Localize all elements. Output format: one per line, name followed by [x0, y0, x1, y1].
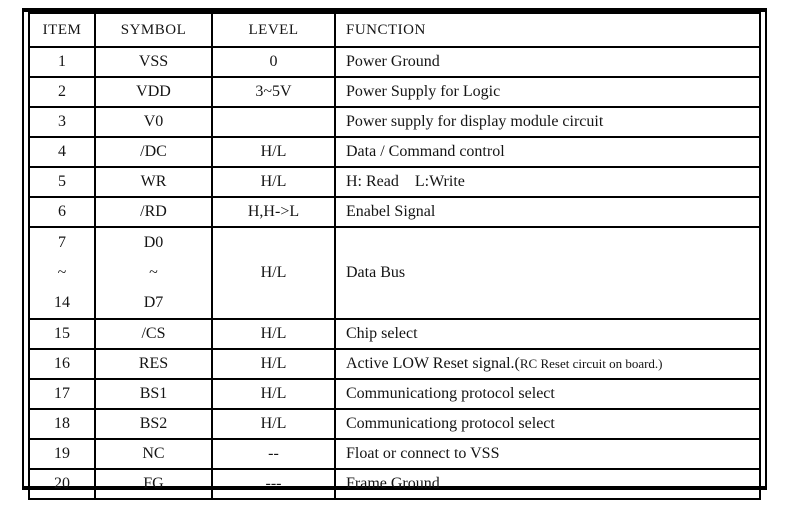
symbol-cell: VDD: [94, 76, 213, 108]
function-cell: Enabel Signal: [334, 196, 761, 228]
item-cell: 3: [28, 106, 96, 138]
level-cell: H/L: [211, 166, 336, 198]
pin-table-frame: ITEM SYMBOL LEVEL FUNCTION 1 VSS 0 Power…: [22, 8, 767, 500]
symbol-cell: FG: [94, 468, 213, 500]
item-cell: 18: [28, 408, 96, 440]
table-row: 5 WR H/L H: Read L:Write: [28, 166, 761, 198]
level-cell: --: [211, 438, 336, 470]
table-row: 18 BS2 H/L Communicationg protocol selec…: [28, 408, 761, 440]
function-cell: Power Supply for Logic: [334, 76, 761, 108]
item-cell: 5: [28, 166, 96, 198]
function-cell: H: Read L:Write: [334, 166, 761, 198]
level-cell: 3~5V: [211, 76, 336, 108]
symbol-cell: /DC: [94, 136, 213, 168]
function-cell: Data Bus: [334, 226, 761, 320]
level-cell: H,H->L: [211, 196, 336, 228]
symbol-cell: RES: [94, 348, 213, 380]
symbol-cell: NC: [94, 438, 213, 470]
level-cell: H/L: [211, 226, 336, 320]
function-cell: Communicationg protocol select: [334, 408, 761, 440]
item-cell: 16: [28, 348, 96, 380]
function-cell: Communicationg protocol select: [334, 378, 761, 410]
symbol-cell: VSS: [94, 46, 213, 78]
symbol-cell: WR: [94, 166, 213, 198]
table-row: 1 VSS 0 Power Ground: [28, 46, 761, 78]
table-row: 15 /CS H/L Chip select: [28, 318, 761, 350]
level-cell: [211, 106, 336, 138]
table-row: 3 V0 Power supply for display module cir…: [28, 106, 761, 138]
function-cell: Chip select: [334, 318, 761, 350]
table-row: 2 VDD 3~5V Power Supply for Logic: [28, 76, 761, 108]
item-cell: 19: [28, 438, 96, 470]
level-cell: 0: [211, 46, 336, 78]
table-row: 19 NC -- Float or connect to VSS: [28, 438, 761, 470]
symbol-cell: BS1: [94, 378, 213, 410]
table-row: 20 FG --- Frame Ground: [28, 468, 761, 500]
item-cell: 2: [28, 76, 96, 108]
function-cell: Power supply for display module circuit: [334, 106, 761, 138]
level-cell: ---: [211, 468, 336, 500]
item-cell: 20: [28, 468, 96, 500]
header-symbol: SYMBOL: [94, 12, 213, 48]
level-cell: H/L: [211, 378, 336, 410]
function-cell: Float or connect to VSS: [334, 438, 761, 470]
table-header-row: ITEM SYMBOL LEVEL FUNCTION: [28, 12, 761, 48]
item-cell: 15: [28, 318, 96, 350]
table-row-reset: 16 RES H/L Active LOW Reset signal.(RC R…: [28, 348, 761, 380]
level-cell: H/L: [211, 136, 336, 168]
header-item: ITEM: [28, 12, 96, 48]
table-row: 17 BS1 H/L Communicationg protocol selec…: [28, 378, 761, 410]
symbol-cell: BS2: [94, 408, 213, 440]
item-cell: 1: [28, 46, 96, 78]
header-level: LEVEL: [211, 12, 336, 48]
function-cell: Active LOW Reset signal.(RC Reset circui…: [334, 348, 761, 380]
header-function: FUNCTION: [334, 12, 761, 48]
symbol-cell: /CS: [94, 318, 213, 350]
table-row: 6 /RD H,H->L Enabel Signal: [28, 196, 761, 228]
symbol-cell: /RD: [94, 196, 213, 228]
symbol-cell: D0 ~ D7: [94, 226, 213, 320]
level-cell: H/L: [211, 408, 336, 440]
symbol-cell: V0: [94, 106, 213, 138]
pin-description-table: ITEM SYMBOL LEVEL FUNCTION 1 VSS 0 Power…: [28, 12, 761, 500]
function-cell: Power Ground: [334, 46, 761, 78]
item-cell: 4: [28, 136, 96, 168]
table-row: 4 /DC H/L Data / Command control: [28, 136, 761, 168]
level-cell: H/L: [211, 318, 336, 350]
table-row-data-bus: 7 ~ 14 D0 ~ D7 H/L Data Bus: [28, 226, 761, 320]
item-cell: 7 ~ 14: [28, 226, 96, 320]
function-text: Active LOW Reset signal.(: [346, 355, 520, 372]
function-cell: Data / Command control: [334, 136, 761, 168]
function-cell: Frame Ground: [334, 468, 761, 500]
item-cell: 17: [28, 378, 96, 410]
function-note: RC Reset circuit on board.): [519, 356, 663, 371]
item-cell: 6: [28, 196, 96, 228]
level-cell: H/L: [211, 348, 336, 380]
